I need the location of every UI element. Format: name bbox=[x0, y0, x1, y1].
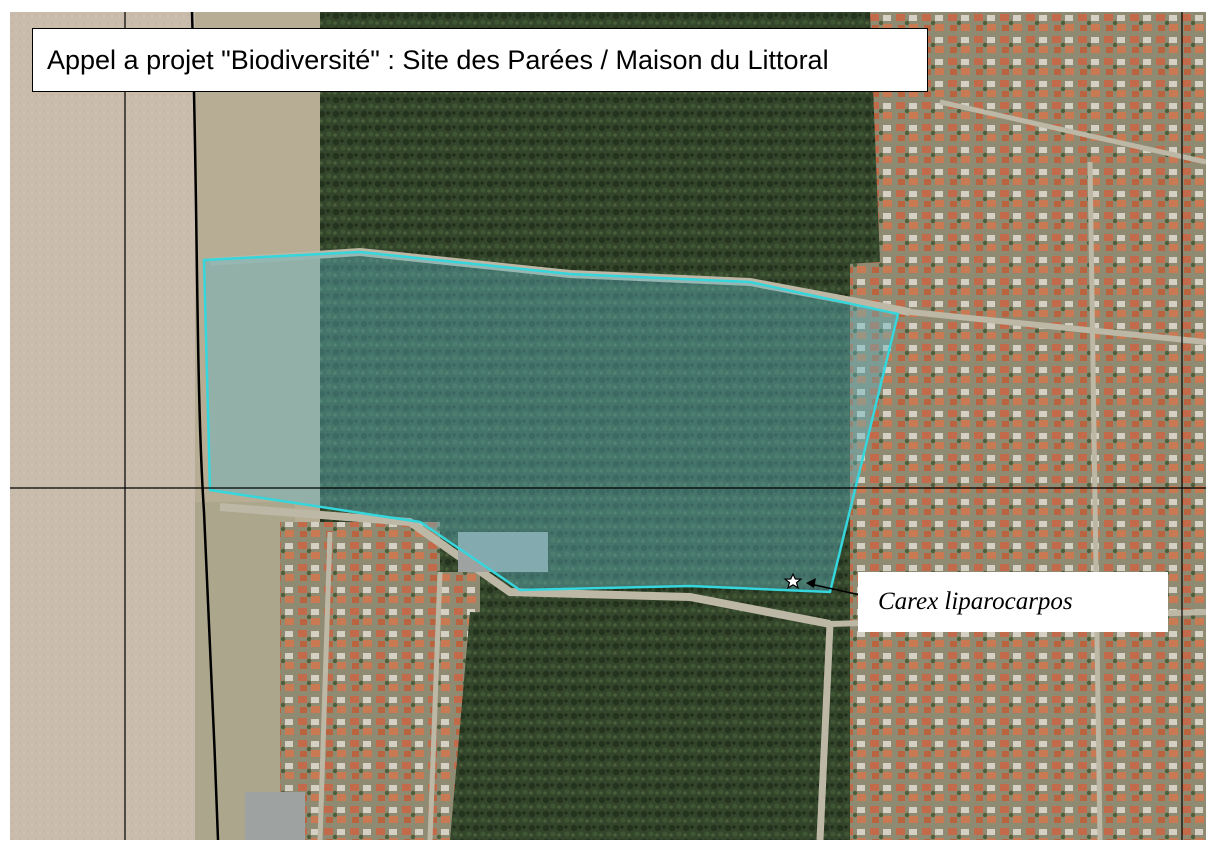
aerial-imagery bbox=[10, 12, 1206, 840]
study-site-polygon bbox=[202, 250, 900, 594]
town-area-east bbox=[850, 12, 1206, 840]
aerial-map bbox=[10, 12, 1206, 840]
coastline bbox=[190, 12, 220, 840]
species-label: Carex liparocarpos bbox=[858, 572, 1168, 632]
star-icon bbox=[783, 572, 803, 590]
beach-area bbox=[10, 12, 210, 840]
observation-arrow-icon bbox=[806, 578, 866, 597]
map-title: Appel a projet "Biodiversité" : Site des… bbox=[32, 28, 928, 92]
south-road bbox=[219, 503, 831, 628]
